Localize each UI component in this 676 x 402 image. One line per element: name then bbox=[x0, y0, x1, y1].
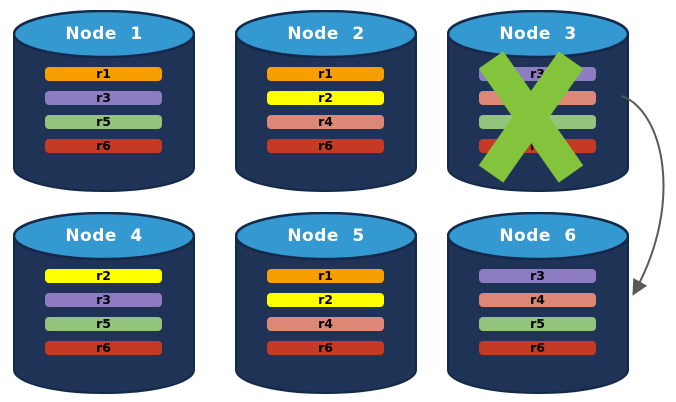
replica-label: r3 bbox=[530, 66, 545, 81]
node-title: Node 1 bbox=[65, 24, 143, 44]
replica-label: r4 bbox=[318, 114, 333, 129]
node-5: Node 5 r1 r2 r4 r6 bbox=[235, 212, 417, 394]
replica-label: r1 bbox=[318, 268, 333, 283]
replica-label: r5 bbox=[530, 316, 545, 331]
node-3: Node 3 r3 r4 r5 r6 bbox=[447, 10, 629, 192]
replica-label: r5 bbox=[96, 316, 111, 331]
replica-bar: r3 bbox=[45, 293, 162, 307]
replica-label: r2 bbox=[318, 292, 333, 307]
replica-label: r6 bbox=[530, 340, 545, 355]
replica-bar: r6 bbox=[479, 341, 596, 355]
replica-bar: r4 bbox=[267, 115, 384, 129]
replica-label: r3 bbox=[530, 268, 545, 283]
node-4: Node 4 r2 r3 r5 r6 bbox=[13, 212, 195, 394]
replica-bar: r5 bbox=[45, 115, 162, 129]
replica-label: r4 bbox=[530, 90, 545, 105]
replica-label: r3 bbox=[96, 90, 111, 105]
replica-bar: r5 bbox=[45, 317, 162, 331]
replica-label: r6 bbox=[318, 138, 333, 153]
replica-bar: r3 bbox=[45, 91, 162, 105]
replica-bar: r3 bbox=[479, 269, 596, 283]
replica-bar: r1 bbox=[267, 67, 384, 81]
replica-label: r5 bbox=[96, 114, 111, 129]
replica-label: r2 bbox=[96, 268, 111, 283]
replica-bar: r4 bbox=[479, 91, 596, 105]
replica-label: r3 bbox=[96, 292, 111, 307]
replica-bar: r5 bbox=[479, 317, 596, 331]
node-title: Node 5 bbox=[287, 226, 365, 246]
replica-bar: r4 bbox=[479, 293, 596, 307]
replica-label: r6 bbox=[530, 138, 545, 153]
replica-bar: r6 bbox=[267, 341, 384, 355]
node-title: Node 6 bbox=[499, 226, 577, 246]
replica-bar: r1 bbox=[267, 269, 384, 283]
replica-bar: r1 bbox=[45, 67, 162, 81]
replica-label: r4 bbox=[318, 316, 333, 331]
replica-label: r6 bbox=[318, 340, 333, 355]
replica-bar: r5 bbox=[479, 115, 596, 129]
replica-bar: r2 bbox=[267, 91, 384, 105]
replica-bar: r2 bbox=[267, 293, 384, 307]
replica-bar: r2 bbox=[45, 269, 162, 283]
replica-bar: r4 bbox=[267, 317, 384, 331]
node-title: Node 4 bbox=[65, 226, 143, 246]
replica-label: r4 bbox=[530, 292, 545, 307]
replica-label: r2 bbox=[318, 90, 333, 105]
replica-bar: r6 bbox=[479, 139, 596, 153]
node-title: Node 3 bbox=[499, 24, 577, 44]
node-1: Node 1 r1 r3 r5 r6 bbox=[13, 10, 195, 192]
replica-label: r6 bbox=[96, 138, 111, 153]
node-2: Node 2 r1 r2 r4 r6 bbox=[235, 10, 417, 192]
replica-bar: r3 bbox=[479, 67, 596, 81]
replica-bar: r6 bbox=[45, 139, 162, 153]
replica-bar: r6 bbox=[45, 341, 162, 355]
replica-bar: r6 bbox=[267, 139, 384, 153]
node-title: Node 2 bbox=[287, 24, 365, 44]
node-6: Node 6 r3 r4 r5 r6 bbox=[447, 212, 629, 394]
replica-label: r1 bbox=[318, 66, 333, 81]
replica-label: r5 bbox=[530, 114, 545, 129]
replica-label: r6 bbox=[96, 340, 111, 355]
replica-label: r1 bbox=[96, 66, 111, 81]
